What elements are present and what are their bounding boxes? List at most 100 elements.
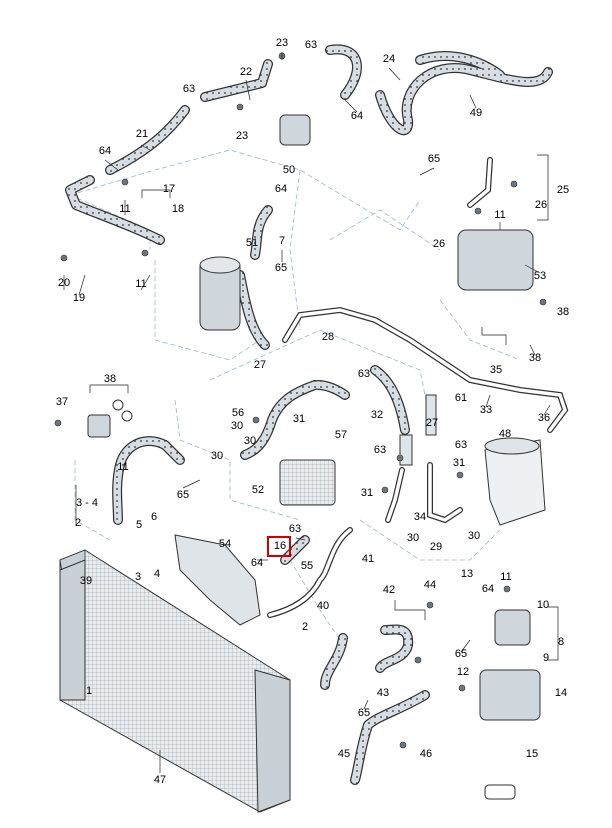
leader-line bbox=[140, 144, 151, 151]
callout-6: 6 bbox=[151, 511, 157, 523]
callout-27: 27 bbox=[254, 359, 266, 371]
callout-64: 64 bbox=[275, 183, 287, 195]
brackets bbox=[75, 154, 559, 661]
water-pump-53 bbox=[279, 114, 311, 146]
callout-63: 63 bbox=[289, 523, 301, 535]
callout-39: 39 bbox=[80, 575, 92, 587]
callout-8: 8 bbox=[558, 636, 564, 648]
callout-30: 30 bbox=[231, 420, 243, 432]
sleeve-27 bbox=[425, 394, 437, 436]
callout-21: 21 bbox=[136, 128, 148, 140]
callout-13: 13 bbox=[461, 568, 473, 580]
callout-38: 38 bbox=[104, 373, 116, 385]
callout-36: 36 bbox=[538, 412, 550, 424]
callout-65: 65 bbox=[177, 489, 189, 501]
flange-8 bbox=[494, 609, 531, 646]
callout-5: 5 bbox=[136, 519, 142, 531]
callout-64: 64 bbox=[251, 557, 263, 569]
leader-line bbox=[388, 67, 401, 81]
leader-line bbox=[344, 99, 358, 113]
callout-28: 28 bbox=[322, 331, 334, 343]
callout-11: 11 bbox=[117, 461, 128, 473]
callout-14: 14 bbox=[555, 687, 567, 699]
leader-line bbox=[140, 274, 151, 291]
callout-43: 43 bbox=[377, 687, 389, 699]
sensor-41 bbox=[87, 414, 111, 438]
callout-30: 30 bbox=[211, 450, 223, 462]
callout-2: 2 bbox=[75, 517, 81, 529]
leader-line bbox=[485, 394, 491, 408]
callout-10: 10 bbox=[537, 599, 549, 611]
oil-cooler-55 bbox=[279, 459, 336, 506]
leader-lines bbox=[63, 52, 551, 773]
callout-16: 16 bbox=[274, 540, 286, 552]
callout-30: 30 bbox=[407, 532, 419, 544]
callout-47: 47 bbox=[154, 774, 166, 786]
callout-11: 11 bbox=[135, 278, 146, 290]
callout-40: 40 bbox=[317, 600, 329, 612]
callout-31: 31 bbox=[453, 457, 465, 469]
callout-34: 34 bbox=[414, 511, 426, 523]
callout-26: 26 bbox=[535, 199, 547, 211]
callout-4: 4 bbox=[154, 568, 160, 580]
callout-53: 53 bbox=[534, 270, 546, 282]
callout-63: 63 bbox=[358, 368, 370, 380]
leader-line bbox=[182, 479, 201, 489]
callout-31: 31 bbox=[361, 487, 373, 499]
callout-12: 12 bbox=[457, 666, 469, 678]
leader-line bbox=[363, 699, 369, 710]
callout-19: 19 bbox=[73, 292, 85, 304]
callout-7: 7 bbox=[279, 235, 285, 247]
housing-14 bbox=[479, 669, 541, 721]
callout-22: 22 bbox=[240, 66, 252, 78]
callout-1: 1 bbox=[86, 685, 92, 697]
callout-33: 33 bbox=[480, 404, 492, 416]
callout-65: 65 bbox=[428, 153, 440, 165]
callout-30: 30 bbox=[468, 530, 480, 542]
callout-2: 2 bbox=[302, 621, 308, 633]
callout-35: 35 bbox=[490, 364, 502, 376]
callout-54: 54 bbox=[219, 538, 231, 550]
leader-line bbox=[460, 639, 471, 653]
fasteners bbox=[54, 52, 547, 749]
callout-45: 45 bbox=[338, 748, 350, 760]
callout-11: 11 bbox=[494, 209, 505, 221]
callout-17: 17 bbox=[163, 183, 175, 195]
callout-63: 63 bbox=[374, 444, 386, 456]
callout-24: 24 bbox=[383, 53, 395, 65]
callout-11: 11 bbox=[500, 571, 511, 583]
callout-44: 44 bbox=[424, 579, 436, 591]
callout-32: 32 bbox=[371, 409, 383, 421]
callout-23: 23 bbox=[236, 130, 248, 142]
callout-64: 64 bbox=[351, 110, 363, 122]
callout-23: 23 bbox=[276, 37, 288, 49]
leader-line bbox=[543, 404, 551, 416]
callout-64: 64 bbox=[99, 145, 111, 157]
leader-line bbox=[245, 79, 251, 101]
highlight-box bbox=[267, 536, 291, 557]
callout-41: 41 bbox=[362, 553, 374, 565]
callout-56: 56 bbox=[232, 407, 244, 419]
leader-line bbox=[104, 159, 119, 171]
leader-line bbox=[524, 264, 541, 274]
callout-37: 37 bbox=[56, 396, 68, 408]
callout-55: 55 bbox=[301, 560, 313, 572]
callout-65: 65 bbox=[358, 707, 370, 719]
callout-30: 30 bbox=[244, 435, 256, 447]
callout-9: 9 bbox=[543, 652, 549, 664]
callout-38: 38 bbox=[557, 306, 569, 318]
callout-63: 63 bbox=[183, 83, 195, 95]
callout-42: 42 bbox=[383, 584, 395, 596]
callout-46: 46 bbox=[420, 748, 432, 760]
radiator-50 bbox=[59, 549, 291, 813]
thermostat-housing-56 bbox=[457, 229, 534, 291]
callout-15: 15 bbox=[526, 748, 538, 760]
callout-50: 50 bbox=[283, 164, 295, 176]
callout-48: 48 bbox=[499, 428, 511, 440]
callout-64: 64 bbox=[482, 583, 494, 595]
callout-25: 25 bbox=[557, 184, 569, 196]
cover-57 bbox=[174, 534, 261, 626]
hoses bbox=[65, 44, 553, 785]
